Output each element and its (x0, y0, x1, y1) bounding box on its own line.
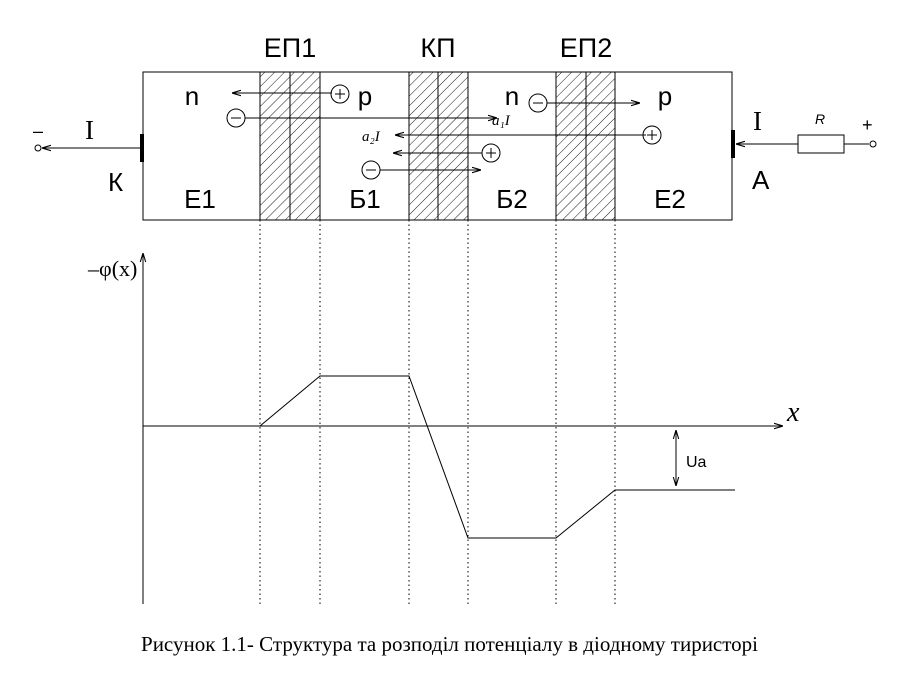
current-label-right: I (753, 106, 762, 136)
junction-label-kp: КП (420, 33, 455, 63)
x-axis-label: x (786, 397, 800, 428)
hole-plus-icon (481, 143, 501, 163)
ua-label: Ua (686, 454, 707, 471)
region-label-b2: Б2 (496, 184, 528, 214)
hole-plus-icon (330, 84, 350, 104)
figure-caption: Рисунок 1.1- Структура та розподіл потен… (141, 632, 758, 656)
potential-curve (143, 375, 735, 539)
anode-terminal (731, 130, 877, 158)
carrier-label-p-right: p (658, 81, 672, 111)
region-label-e2: Е2 (654, 184, 686, 214)
electron-minus-icon (226, 108, 246, 128)
region-label-b1: Б1 (349, 184, 381, 214)
current-label-left: I (85, 115, 94, 145)
y-axis-label: –φ(x) (87, 256, 137, 281)
a1i-label: a₁I (492, 113, 511, 129)
region-label-e1: Е1 (184, 184, 216, 214)
junction-label-ep1: ЕП1 (264, 33, 316, 63)
a2i-label: a₂I (362, 129, 381, 145)
electron-minus-icon (528, 93, 548, 113)
anode-label: А (752, 165, 770, 195)
resistor-label: R (815, 111, 825, 127)
cathode-minus-sign: – (33, 121, 43, 141)
cathode-terminal (34, 134, 144, 162)
anode-plus-sign: + (862, 115, 873, 135)
resistor (797, 134, 845, 154)
carrier-label-p-left: p (358, 81, 372, 111)
carrier-label-n-left: n (185, 81, 199, 111)
cathode-label: К (108, 167, 123, 197)
projection-lines (259, 220, 616, 604)
carrier-label-n-right: n (505, 81, 519, 111)
junction-label-ep2: ЕП2 (560, 33, 612, 63)
hole-plus-icon (642, 125, 662, 145)
device-structure (142, 71, 733, 221)
electron-minus-icon (361, 160, 381, 180)
